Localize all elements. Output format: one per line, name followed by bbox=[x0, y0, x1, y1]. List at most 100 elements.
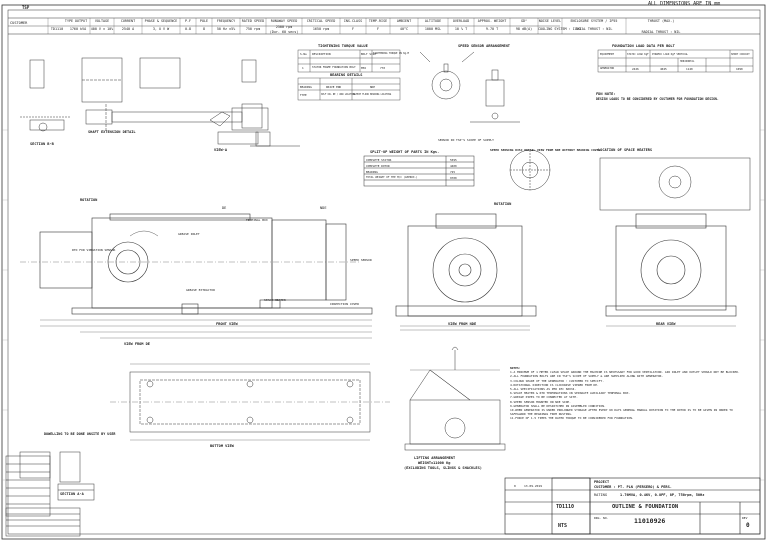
lifting-drawing bbox=[404, 346, 506, 451]
rotation-front-label: ROTATION bbox=[80, 198, 98, 202]
nde-view-title: VIEW FROM NDE bbox=[448, 322, 477, 326]
header-runaway-note: (Dur. 60 secs) bbox=[269, 29, 299, 34]
header-col-output: OUTPUT bbox=[74, 19, 88, 23]
header-col-current: CURRENT bbox=[120, 19, 136, 23]
header-val-ambient: 40°C bbox=[399, 27, 409, 31]
header-col-temp: TEMP.RISE bbox=[368, 19, 388, 23]
split-r2-label: BEARING bbox=[366, 169, 378, 174]
header-val-current: 2540 A bbox=[121, 27, 135, 31]
bottom-view-title: BOTTOM VIEW bbox=[210, 444, 234, 448]
header-col-critical: CRITICAL SPEED bbox=[306, 19, 336, 23]
foundation-title: FOUNDATION LOAD DATA PER BOLT bbox=[612, 44, 675, 48]
header-col-voltage: VOLTAGE bbox=[94, 19, 110, 23]
bearing-r1: SELF OIL RE / WOW LOCATING bbox=[321, 93, 356, 96]
lifting-excl: (EXCLUDING TOOLS, SLINGS & SHACKLES) bbox=[404, 466, 482, 470]
note-item: 1.A MINIMUM OF 1 METER CLEAR SPACE AROUN… bbox=[510, 370, 740, 375]
header-val-pf: 0.8 bbox=[184, 27, 192, 31]
lifting-weight: WEIGHT=11000 Kg bbox=[418, 461, 451, 465]
location-title: LOCATION OF SPACE HEATERS bbox=[598, 148, 653, 152]
note-item: 3.COLOUR SHADE OF THE GENERATOR : CUSTOM… bbox=[510, 378, 604, 383]
dowel-note: DOWELLING TO BE DONE ONSITE BY USER bbox=[44, 432, 116, 436]
tb-scale: NTS bbox=[558, 523, 568, 529]
header-val-ins: F bbox=[351, 27, 355, 31]
header-col-rated-speed: RATED SPEED bbox=[241, 19, 265, 23]
header-val-temp: F bbox=[376, 27, 380, 31]
foundation-r4: 1090 bbox=[736, 67, 743, 71]
note-item: 5.ALL SPECIFICATIONS AS PER IEC 60034. bbox=[510, 387, 577, 392]
split-r0-label: COMPLETE STATOR bbox=[366, 157, 392, 162]
bearing-r2: SLEEVE FLOOR BEARING LOCATING bbox=[353, 93, 392, 96]
bottom-view-drawing bbox=[110, 363, 390, 441]
tb-project: PROJECT bbox=[594, 480, 610, 484]
header-val-output: 1760 kVA bbox=[69, 27, 87, 31]
header-col-type: TYPE bbox=[64, 19, 74, 23]
header-col-pole: POLE bbox=[199, 19, 209, 23]
split-r1-val: 4400 bbox=[450, 163, 457, 168]
de-label-front: DE bbox=[222, 206, 227, 210]
foundation-h2: DYNAMIC LOAD KgF VERTICAL bbox=[652, 53, 688, 56]
header-val-radial: RADIAL THRUST : NIL bbox=[641, 29, 681, 34]
header-col-altitude: ALTITUDE bbox=[424, 19, 442, 23]
split-title: SPLIT-UP WEIGHT OF PARTS IN Kgs. bbox=[370, 150, 440, 154]
rev-row-number: 0 bbox=[514, 484, 516, 488]
de-view-title: VIEW FROM DE bbox=[124, 342, 150, 346]
note-item: 9.GENERATOR SHALL BE DESPATCHED IN ASSEM… bbox=[510, 403, 606, 408]
tb-type: TD1110 bbox=[556, 504, 575, 510]
front-view-drawing bbox=[20, 213, 373, 339]
shaft-extension-drawing bbox=[20, 57, 263, 145]
header-val-overload: 10 % T bbox=[454, 27, 468, 31]
notes-heading: NOTES: bbox=[510, 366, 521, 370]
tb-rev-label: REV bbox=[742, 516, 748, 520]
rear-view-title: REAR VIEW bbox=[656, 322, 676, 326]
rear-view-drawing bbox=[605, 213, 737, 327]
header-col-overload: OVERLOAD bbox=[452, 19, 470, 23]
tightening-h3: TIGHTENING TORQUE IN Kg-M bbox=[373, 52, 409, 55]
header-col-enclosure: ENCLOSURE SYSTEM / IP55 bbox=[570, 19, 618, 23]
header-val-frequency: 50 Hz ±5% bbox=[216, 27, 236, 31]
header-val-critical: 1650 rpm bbox=[312, 27, 330, 31]
speed-detail-title: SPEED SENSING DISC DETAIL VIEW FROM NDE … bbox=[490, 148, 601, 152]
tb-rev: 0 bbox=[746, 522, 750, 529]
header-col-ambient: AMBIENT bbox=[396, 19, 412, 23]
foundation-r1: 2426 bbox=[632, 67, 639, 71]
foundation-h4: SHORT CIRCUIT bbox=[731, 53, 750, 56]
tb-rating: 1.76MVA, 0.4KV, 0.8PF, 8P, 750rpm, 50Hz bbox=[620, 493, 705, 497]
rotation-nde-label: ROTATION bbox=[494, 202, 512, 206]
tb-rating-label: RATING bbox=[594, 493, 607, 497]
tb-title: OUTLINE & FOUNDATION bbox=[612, 504, 679, 510]
header-col-weight: APPROX. WEIGHT bbox=[477, 19, 507, 23]
foundation-r2: 4045 bbox=[660, 67, 667, 71]
front-view-title: FRONT VIEW bbox=[216, 322, 238, 326]
bearing-title: BEARING DETAILS bbox=[330, 73, 363, 77]
header-val-voltage: 400 V ± 10% bbox=[90, 27, 114, 31]
note-item: 6.SPACE HEATER & RTD TERMINATIONS IN SEP… bbox=[510, 391, 631, 396]
bearing-r0: TYPE bbox=[300, 93, 307, 97]
header-row-label: CUSTOMER bbox=[10, 21, 28, 25]
note-item: 4.ROTATIONAL DIRECTION IS CLOCKWISE VIEW… bbox=[510, 382, 599, 387]
header-col-runaway: RUNAWAY SPEED bbox=[270, 19, 298, 23]
header-val-altitude: 1000 MSL bbox=[424, 27, 442, 31]
bearing-h1: DRIVE END bbox=[326, 85, 342, 89]
speed-sensor-drawing bbox=[419, 51, 520, 123]
note-item: 11.FORCE OF 1.5 TIMES THE RATED TORQUE T… bbox=[510, 416, 634, 421]
section-bb-title: SECTION B-B bbox=[30, 142, 54, 146]
tb-customer: CUSTOMER : PT. PLN (PERSERO) & PERS. bbox=[594, 485, 672, 489]
header-val-runaway: 2500 rpm bbox=[275, 25, 293, 29]
lifting-title: LIFTING ARRANGEMENT bbox=[414, 456, 456, 460]
tightening-r1: STATOR FRAME FOUNDATION BOLT bbox=[312, 66, 356, 69]
tightening-title: TIGHTENING TORQUE VALUE bbox=[318, 44, 368, 48]
note-item: 10.WHEN GENERATOR IS UNDER PROLONGED STO… bbox=[510, 408, 733, 417]
fdn-note-title: FDN NOTE: bbox=[596, 92, 616, 96]
grease-ext-label: GREASE EXTRACTOR bbox=[186, 288, 215, 292]
foundation-h3: HORIZONTAL bbox=[680, 60, 695, 63]
header-col-phase: PHASE & SEQUENCE bbox=[144, 19, 178, 23]
header-col-thrust: THRUST (MAX.) bbox=[647, 19, 675, 23]
tb-dwg-label: DRG. NO. bbox=[594, 516, 609, 520]
stamp-label: TSP bbox=[22, 5, 30, 10]
nde-view-drawing bbox=[395, 213, 537, 331]
header-val-noise: COOLING SYSTEM : IC01 bbox=[538, 27, 581, 31]
header-val-type: TD1110 bbox=[50, 27, 64, 31]
tb-dwg-no: 11010926 bbox=[634, 517, 666, 525]
inspection-cover-label: INSPECTION COVER bbox=[330, 302, 359, 306]
